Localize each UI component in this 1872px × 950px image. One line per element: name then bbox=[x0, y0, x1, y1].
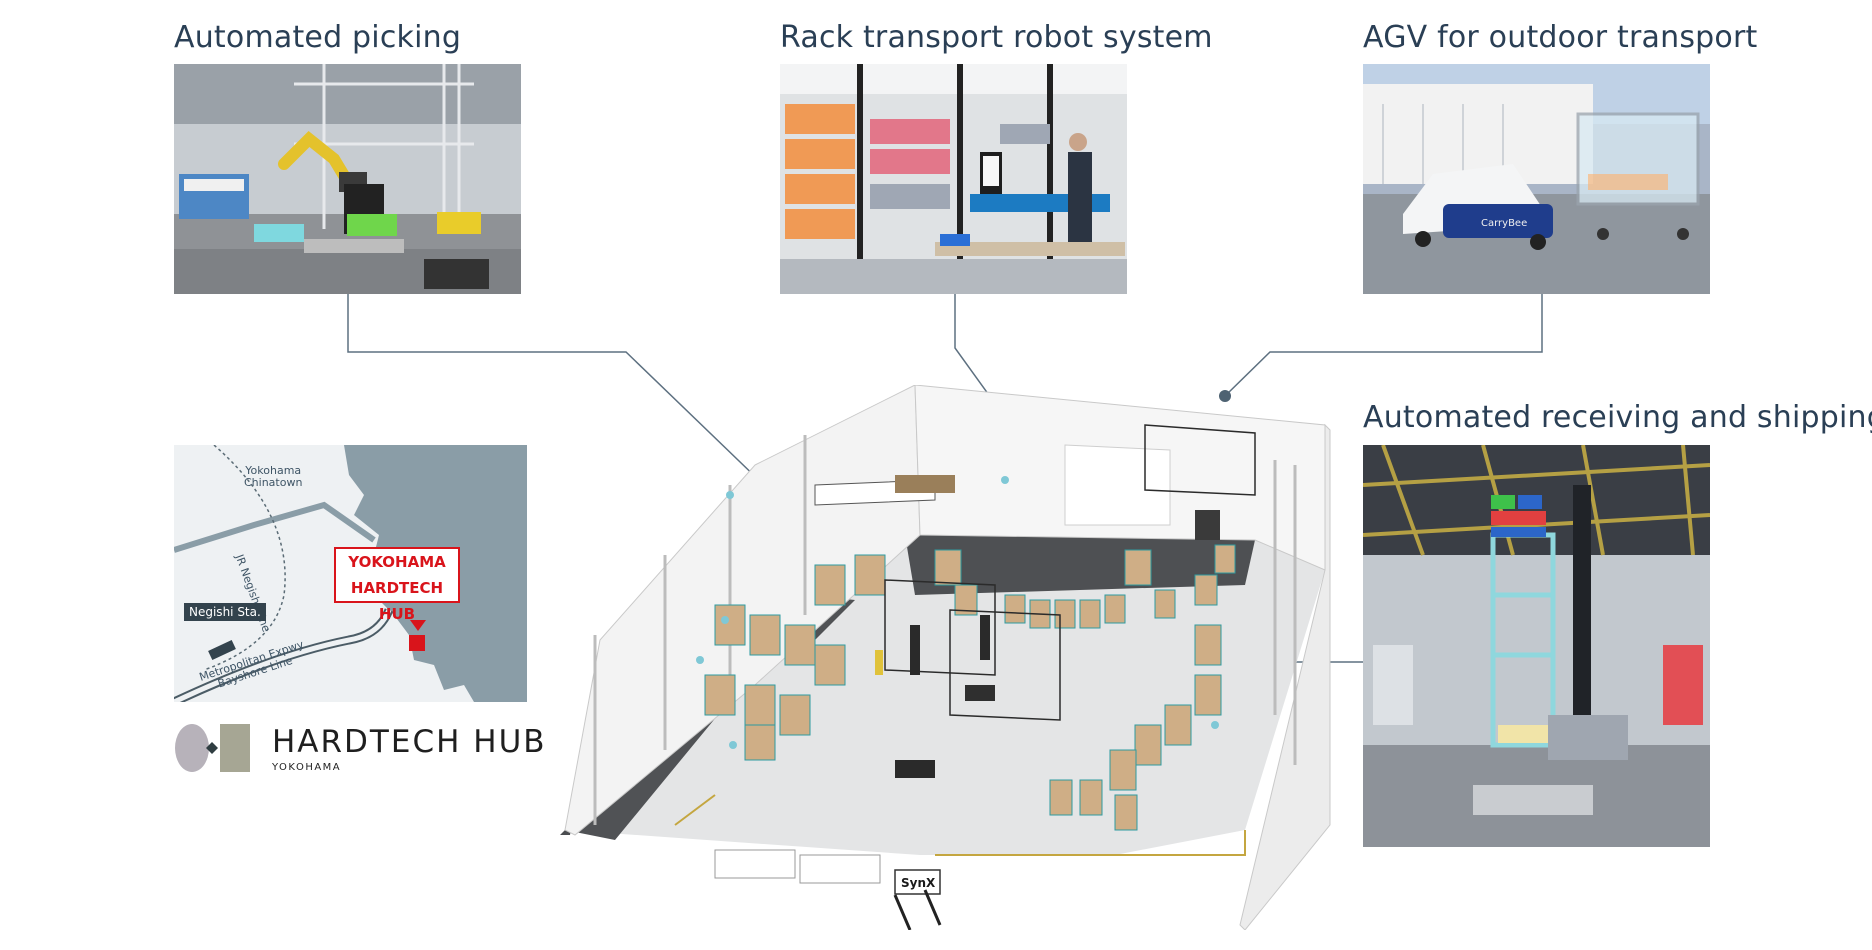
logo-name: HARDTECH HUB bbox=[272, 724, 547, 760]
agv-brand-label: CarryBee bbox=[1481, 218, 1527, 229]
map-label-station: Negishi Sta. bbox=[184, 603, 266, 621]
hub-location-marker bbox=[409, 635, 425, 651]
synx-banner: SynX bbox=[894, 869, 941, 895]
logo-subtitle: YOKOHAMA bbox=[272, 762, 342, 773]
photo-agv-outdoor: CarryBee bbox=[1363, 64, 1710, 294]
photo-rack-transport bbox=[780, 64, 1127, 294]
caption-rack-transport: Rack transport robot system bbox=[780, 20, 1213, 55]
caption-automated-picking: Automated picking bbox=[174, 20, 462, 55]
marker-agv bbox=[1219, 390, 1231, 402]
caption-agv-outdoor: AGV for outdoor transport bbox=[1363, 20, 1758, 55]
hardtech-hub-logo-mark bbox=[175, 724, 250, 772]
map-label-chinatown: Yokohama Chinatown bbox=[244, 464, 303, 489]
caption-receiving-shipping: Automated receiving and shipping bbox=[1363, 400, 1872, 435]
synx-banner-text: SynX bbox=[901, 876, 936, 890]
warehouse-floorplan: SynX bbox=[560, 385, 1331, 930]
hub-marker-label: YOKOHAMA HARDTECH HUB bbox=[334, 547, 460, 623]
photo-automated-picking bbox=[174, 64, 521, 294]
photo-receiving-shipping bbox=[1363, 445, 1710, 847]
location-map: Yokohama Chinatown JR Negishi Line Negis… bbox=[174, 445, 527, 702]
